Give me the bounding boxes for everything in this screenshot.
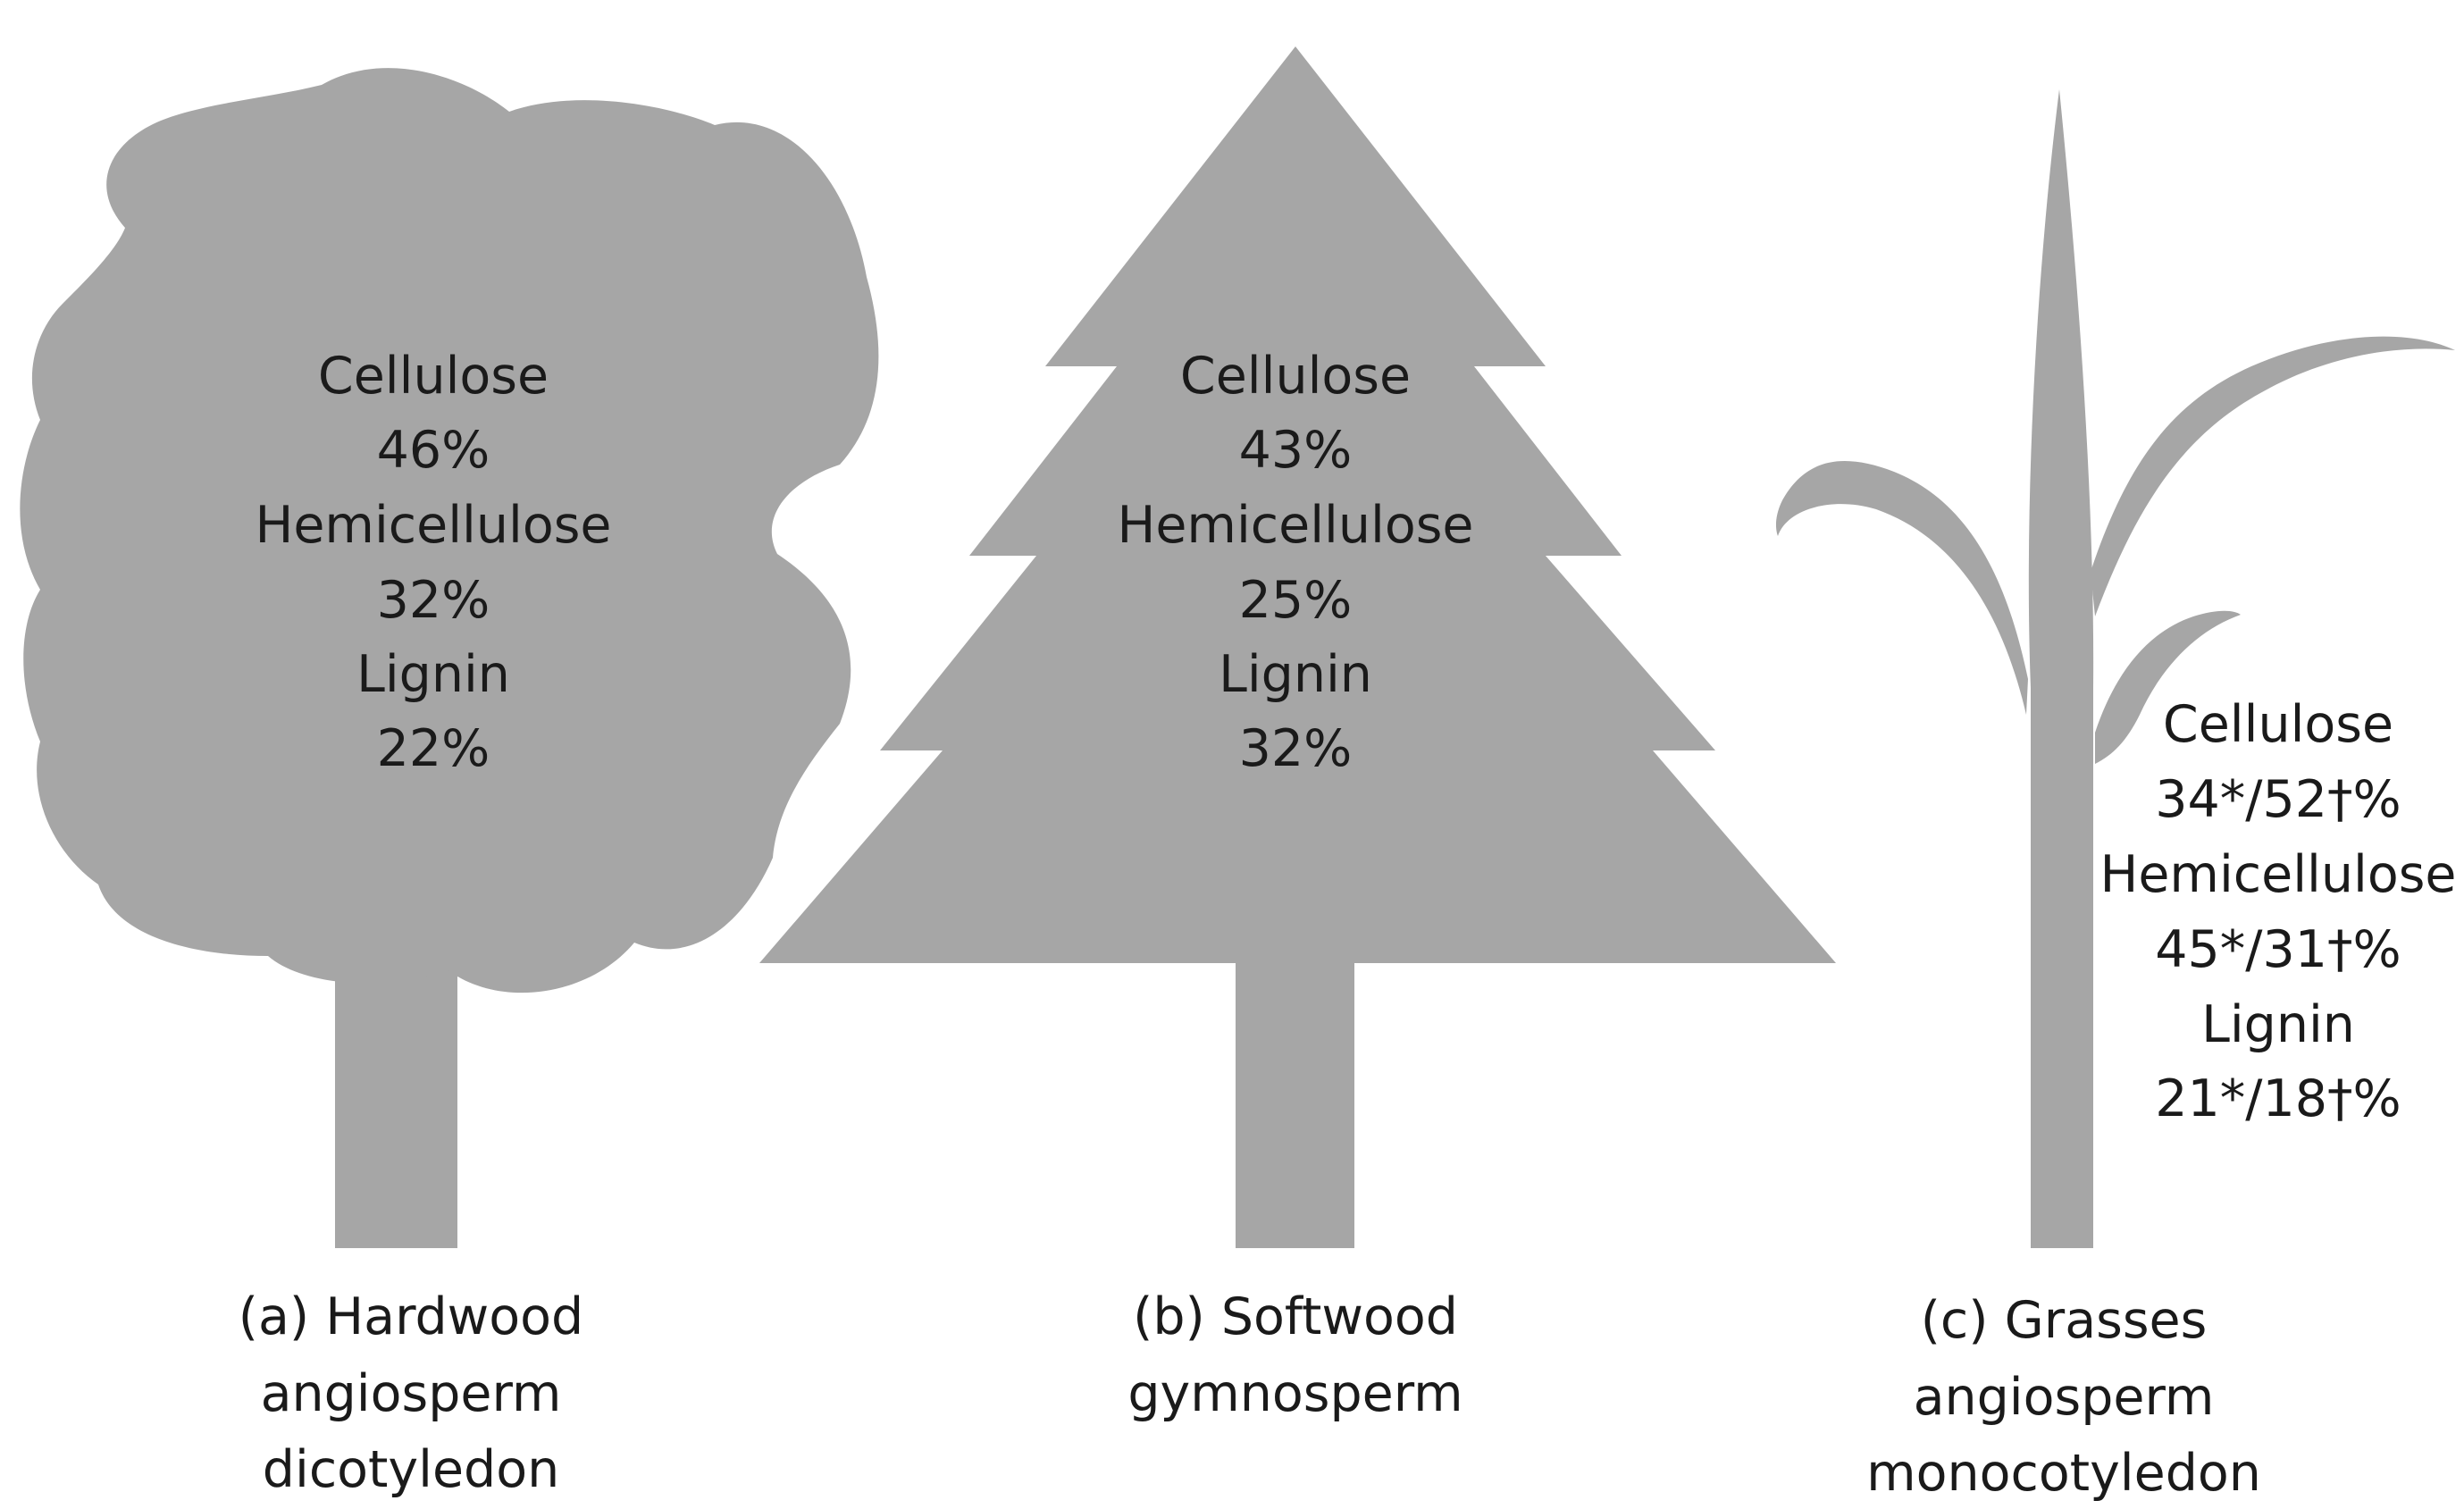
grass-leaf-right-lower: [2095, 610, 2241, 764]
grasses-lignin-value: 21*/18†%: [2155, 1069, 2401, 1128]
grasses-cellulose-label: Cellulose: [2163, 695, 2393, 754]
hardwood-caption: (a) Hardwood angiosperm dicotyledon: [239, 1287, 583, 1499]
grass-leaf-left: [1775, 461, 2028, 715]
conifer-tree-icon: [759, 46, 1836, 1248]
softwood-hemicellulose-value: 25%: [1239, 571, 1353, 630]
softwood-trunk: [1236, 960, 1354, 1248]
hardwood-lignin-value: 22%: [377, 719, 490, 778]
grasses-cellulose-value: 34*/52†%: [2155, 770, 2401, 829]
softwood-hemicellulose-label: Hemicellulose: [1118, 496, 1474, 555]
softwood-caption-line-1: (b) Softwood: [1133, 1287, 1458, 1346]
softwood-canopy: [759, 46, 1836, 963]
softwood-lignin-value: 32%: [1239, 719, 1353, 778]
hardwood-lignin-label: Lignin: [356, 645, 510, 704]
softwood-composition: Cellulose 43% Hemicellulose 25% Lignin 3…: [1118, 347, 1474, 778]
softwood-cellulose-label: Cellulose: [1180, 347, 1411, 406]
deciduous-tree-icon: [20, 68, 879, 1248]
hardwood-canopy: [20, 68, 879, 993]
grasses-composition: Cellulose 34*/52†% Hemicellulose 45*/31†…: [2100, 695, 2457, 1128]
grasses-hemicellulose-label: Hemicellulose: [2100, 845, 2457, 904]
softwood-caption-line-2: gymnosperm: [1127, 1364, 1462, 1423]
hardwood-caption-line-1: (a) Hardwood: [239, 1287, 583, 1346]
grasses-caption-line-2: angiosperm: [1914, 1368, 2215, 1427]
hardwood-cellulose-label: Cellulose: [318, 347, 549, 406]
softwood-cellulose-value: 43%: [1239, 421, 1353, 480]
hardwood-hemicellulose-value: 32%: [377, 571, 490, 630]
hardwood-composition: Cellulose 46% Hemicellulose 32% Lignin 2…: [256, 347, 612, 778]
grasses-caption: (c) Grasses angiosperm monocotyledon: [1866, 1291, 2261, 1503]
softwood-lignin-label: Lignin: [1219, 645, 1372, 704]
grass-stem: [2028, 89, 2094, 1248]
grass-leaf-right-upper: [2091, 336, 2455, 616]
grasses-hemicellulose-value: 45*/31†%: [2155, 920, 2401, 979]
hardwood-caption-line-2: angiosperm: [261, 1364, 562, 1423]
hardwood-cellulose-value: 46%: [377, 421, 490, 480]
grasses-caption-line-1: (c) Grasses: [1921, 1291, 2208, 1350]
softwood-caption: (b) Softwood gymnosperm: [1127, 1287, 1462, 1423]
grasses-lignin-label: Lignin: [2201, 995, 2355, 1054]
grass-stalk-icon: [1775, 89, 2455, 1248]
grasses-caption-line-3: monocotyledon: [1866, 1444, 2261, 1503]
hardwood-caption-line-3: dicotyledon: [263, 1440, 559, 1499]
hardwood-hemicellulose-label: Hemicellulose: [256, 496, 612, 555]
